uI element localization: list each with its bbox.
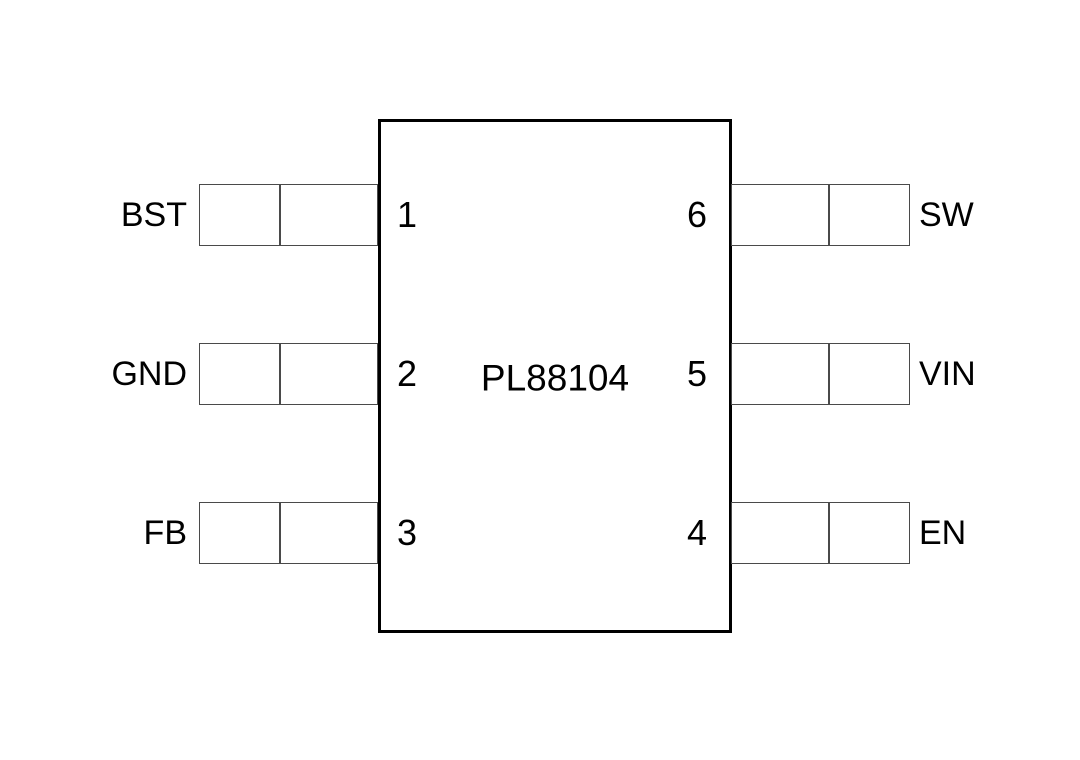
pin-box-en <box>731 502 910 564</box>
pin-number-4: 4 <box>687 512 708 553</box>
pin-number-2: 2 <box>397 353 418 394</box>
pin-box-divider <box>279 503 281 563</box>
pin-label-fb: FB <box>143 514 187 552</box>
pin-box-divider <box>279 185 281 245</box>
pin-box-divider <box>828 185 830 245</box>
pin-number-1: 1 <box>397 194 418 235</box>
pin-number-5: 5 <box>687 353 708 394</box>
pin-number-3: 3 <box>397 512 418 553</box>
pin-label-en: EN <box>919 514 967 552</box>
pin-box-fb <box>199 502 378 564</box>
pin-box-vin <box>731 343 910 405</box>
pin-label-gnd: GND <box>111 355 187 393</box>
pin-label-vin: VIN <box>919 355 976 393</box>
pin-box-divider <box>279 344 281 404</box>
pin-box-divider <box>828 503 830 563</box>
pin-box-divider <box>828 344 830 404</box>
pin-number-6: 6 <box>687 194 708 235</box>
chip-title: PL88104 <box>480 357 630 399</box>
pin-box-gnd <box>199 343 378 405</box>
pin-box-sw <box>731 184 910 246</box>
chip-body <box>378 119 732 633</box>
pin-box-bst <box>199 184 378 246</box>
pin-label-bst: BST <box>120 196 187 234</box>
pin-label-sw: SW <box>919 196 974 234</box>
